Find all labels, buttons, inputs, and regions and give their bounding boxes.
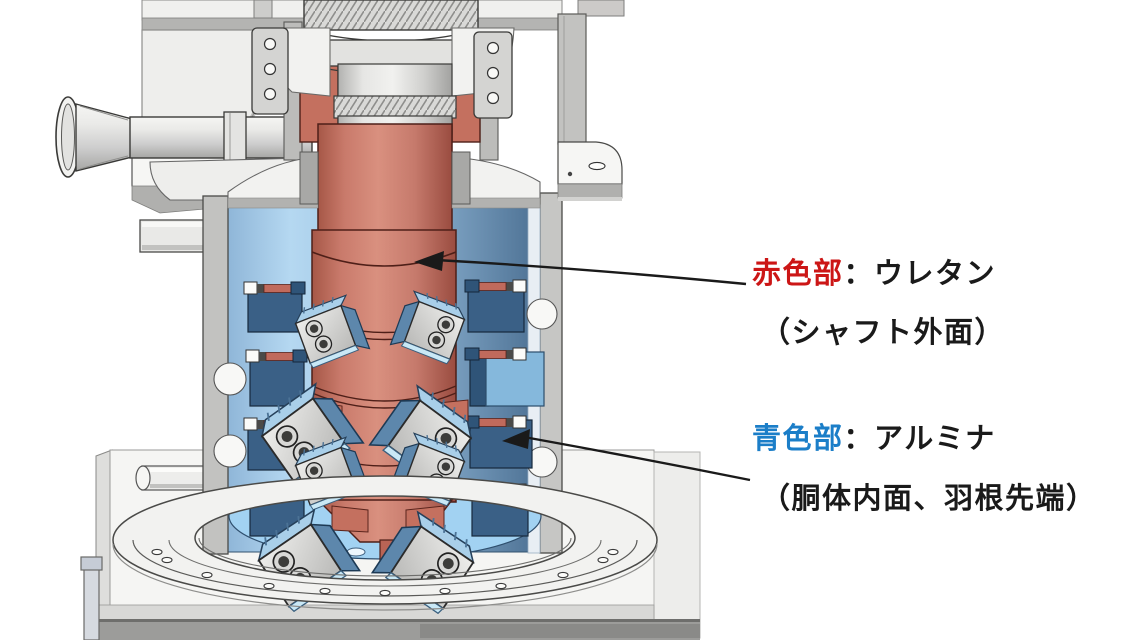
mixer-top-bearing [251, 0, 563, 161]
annotation-blue-heading: 青色部：アルミナ [752, 423, 996, 456]
bearing-bracket-left [251, 27, 289, 115]
annotation-blue-separator: ： [843, 423, 875, 455]
annotation-red-heading: 赤色部：ウレタン [752, 258, 997, 291]
annotation-red-label: 赤色部 [752, 258, 844, 290]
annotation-blue-label: 青色部 [752, 423, 844, 455]
annotation-arrow-red [414, 251, 747, 286]
annotation-red-material: ウレタン [874, 258, 997, 290]
annotation-red-separator: ： [843, 258, 875, 290]
inlet-pipe [55, 96, 313, 253]
bearing-bracket-right [473, 31, 513, 119]
annotation-blue-detail: （胴体内面、羽根先端） [761, 483, 1097, 515]
upper-frame-right [557, 0, 625, 201]
platform-side-pin [135, 465, 213, 491]
annotation-blue-material: アルミナ [874, 423, 996, 455]
annotation-red-detail: （シャフト外面） [761, 317, 1006, 349]
platform-leg-rod [80, 556, 103, 640]
vessel-cutaway [202, 123, 563, 619]
flange-bolt-holes [151, 548, 619, 597]
annotation-arrow-blue [502, 429, 751, 482]
flange-ring [112, 475, 658, 611]
